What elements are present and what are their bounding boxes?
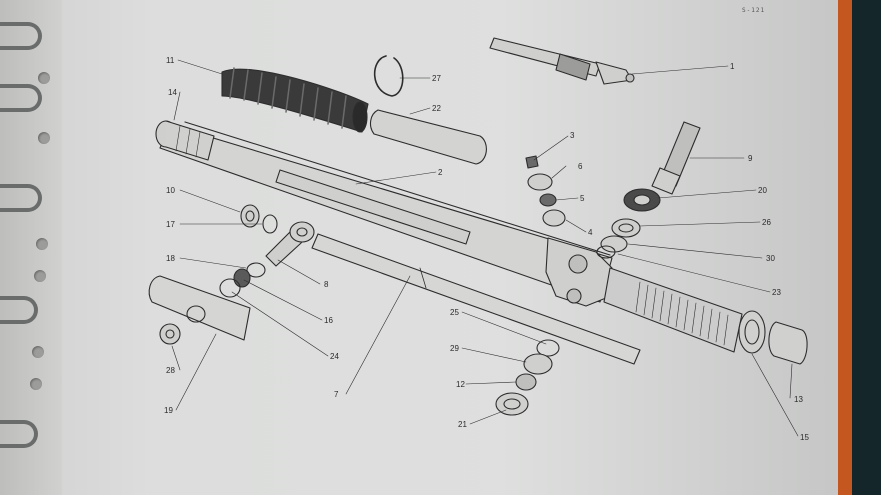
- callout-6: 6: [578, 162, 583, 171]
- callout-25: 25: [450, 308, 459, 317]
- background-surface: [852, 0, 881, 495]
- callout-10: 10: [166, 186, 175, 195]
- joint-seal: [219, 278, 241, 298]
- washer-left: [262, 214, 278, 234]
- callout-12: 12: [456, 380, 465, 389]
- clamp-housing: [148, 275, 251, 341]
- callout-14: 14: [168, 88, 177, 97]
- pinion-housing: [489, 37, 635, 85]
- callout-18: 18: [166, 254, 175, 263]
- callout-11: 11: [166, 56, 175, 65]
- callout-8: 8: [324, 280, 329, 289]
- binder-ring: [0, 22, 42, 50]
- rack-end-cap: [155, 120, 215, 161]
- page-identifier: S-121: [742, 7, 766, 14]
- callout-19: 19: [164, 406, 173, 415]
- binder-ring: [0, 184, 42, 212]
- callout-30: 30: [766, 254, 775, 263]
- pinion-washer: [596, 245, 616, 259]
- tie-rod-joint: [265, 221, 315, 267]
- callout-5: 5: [580, 194, 585, 203]
- adjuster-nut: [738, 310, 766, 354]
- callout-23: 23: [772, 288, 781, 297]
- binder-margin: [0, 0, 62, 495]
- callout-9: 9: [748, 154, 753, 163]
- spacer-bush: [542, 209, 566, 227]
- callout-22: 22: [432, 104, 441, 113]
- callout-7: 7: [334, 390, 339, 399]
- punch-hole: [38, 132, 50, 144]
- half-sleeve: [369, 109, 487, 165]
- bearing-ring: [600, 235, 628, 253]
- callout-3: 3: [570, 131, 575, 140]
- binder-cover-edge: [838, 0, 852, 495]
- clamp-nut: [159, 323, 181, 345]
- binder-ring: [0, 84, 42, 112]
- small-washer: [539, 193, 557, 207]
- bolt-head: [525, 155, 539, 169]
- callout-27: 27: [432, 74, 441, 83]
- guide-nut: [515, 373, 537, 391]
- pinion-nut: [527, 173, 553, 191]
- callout-28: 28: [166, 366, 175, 375]
- punch-hole: [30, 378, 42, 390]
- rack-guide: [536, 339, 560, 357]
- binder-ring: [0, 296, 38, 324]
- rack-bar: [311, 233, 641, 365]
- punch-hole: [38, 72, 50, 84]
- bellows-boot: [221, 67, 369, 133]
- main-housing: [159, 121, 743, 353]
- callout-26: 26: [762, 218, 771, 227]
- callout-24: 24: [330, 352, 339, 361]
- thrust-ring: [611, 218, 641, 238]
- circlip: [373, 55, 404, 97]
- spacer-ring: [246, 262, 266, 278]
- pinion-shaft: [651, 121, 701, 195]
- guide-spring: [523, 353, 553, 375]
- callout-4: 4: [588, 228, 593, 237]
- punch-hole: [32, 346, 44, 358]
- callout-17: 17: [166, 220, 175, 229]
- binder-ring: [0, 420, 38, 448]
- callout-13: 13: [794, 395, 803, 404]
- end-cover: [768, 321, 808, 365]
- manual-page: [0, 0, 840, 495]
- punch-hole: [34, 270, 46, 282]
- punch-hole: [36, 238, 48, 250]
- callout-21: 21: [458, 420, 467, 429]
- spring-washer: [233, 268, 251, 288]
- callout-15: 15: [800, 433, 809, 442]
- callout-16: 16: [324, 316, 333, 325]
- leader-lines: [171, 59, 799, 437]
- callout-2: 2: [438, 168, 443, 177]
- callout-1: 1: [730, 62, 735, 71]
- lock-nut-left: [240, 204, 260, 228]
- callout-20: 20: [758, 186, 767, 195]
- guide-cap: [495, 392, 529, 416]
- callout-29: 29: [450, 344, 459, 353]
